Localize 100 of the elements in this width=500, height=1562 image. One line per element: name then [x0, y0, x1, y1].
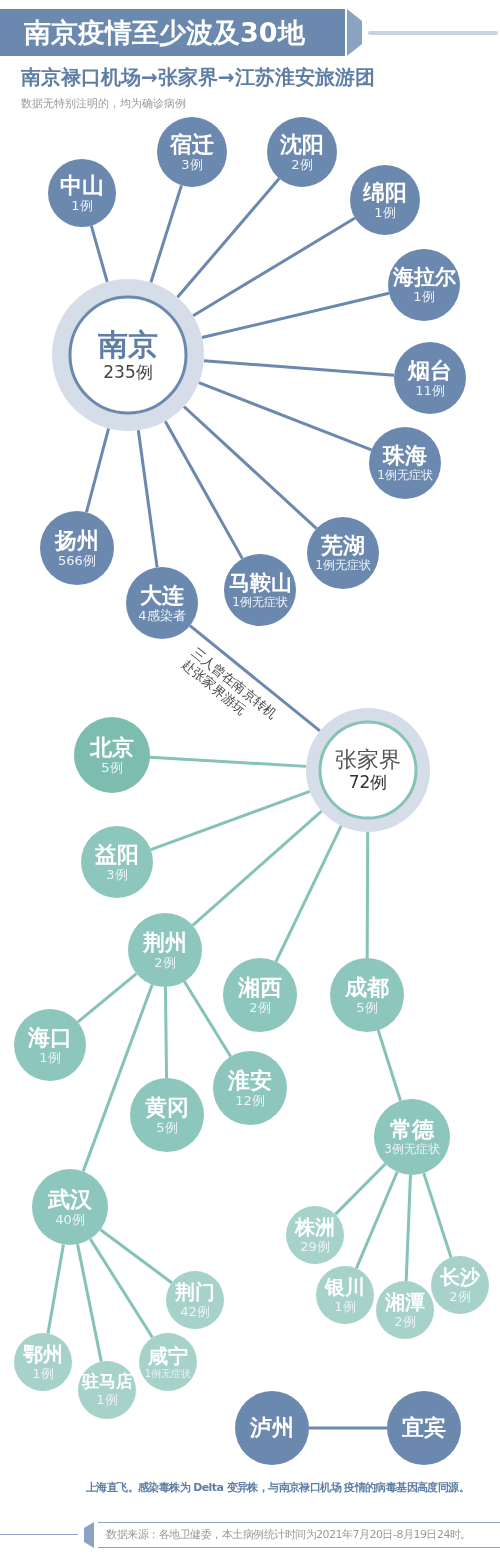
- city-circle: [286, 1206, 344, 1264]
- case-count: 1例: [374, 204, 396, 221]
- city-name: 常德: [390, 1117, 434, 1143]
- connector-line: [89, 1238, 154, 1339]
- city-name: 马鞍山: [228, 570, 292, 595]
- connector-line: [46, 1244, 65, 1334]
- connector-line: [404, 1174, 412, 1282]
- case-count: 1例: [71, 197, 93, 214]
- city-name: 扬州: [55, 527, 99, 553]
- city-circle: [316, 1266, 374, 1324]
- subtitle: 南京禄口机场→张家界→江苏淮安旅游团: [21, 64, 375, 91]
- city-name: 驻马店: [81, 1372, 133, 1392]
- case-count: 2例: [154, 954, 176, 971]
- connector-line: [334, 1162, 387, 1216]
- connector-line: [81, 984, 154, 1172]
- case-count: 1例无症状: [144, 1367, 192, 1380]
- connector-line: [149, 755, 307, 768]
- case-count: 29例: [300, 1238, 330, 1255]
- connector-line: [163, 420, 244, 560]
- connector-line: [191, 810, 323, 927]
- connector-line: [309, 1426, 387, 1430]
- case-count: 1例无症状: [315, 558, 371, 573]
- connector-line: [354, 1171, 399, 1269]
- case-count: 42例: [180, 1303, 210, 1320]
- connector-line: [76, 972, 138, 1024]
- case-count: 12例: [235, 1092, 265, 1109]
- city-name: 荆门: [175, 1280, 215, 1304]
- city-name: 烟台: [408, 357, 452, 383]
- case-count: 3例无症状: [384, 1142, 440, 1157]
- edge-label: 三人曾在南京转机赴张家界游玩: [178, 644, 281, 724]
- footnote: 上海直飞。感染毒株为 Delta 变异株，与南京禄口机场 疫情的病毒基因高度同源。: [86, 1480, 470, 1495]
- connector-line: [89, 225, 109, 283]
- city-name: 黄冈: [145, 1094, 189, 1120]
- city-name: 成都: [345, 974, 389, 1000]
- source-note: 数据来源：各地卫健委，本土病例统计时间为2021年7月20日-8月19日24时。: [98, 1522, 500, 1548]
- city-name: 银川: [325, 1275, 365, 1299]
- city-name: 泸州: [250, 1415, 294, 1441]
- case-count: 1例: [334, 1298, 356, 1315]
- city-name: 株洲: [295, 1215, 335, 1239]
- case-count: 1例: [32, 1365, 54, 1382]
- case-count: 1例: [96, 1391, 118, 1408]
- connector-line: [150, 789, 311, 851]
- case-count: 3例: [106, 866, 128, 883]
- city-name: 绵阳: [363, 179, 407, 205]
- city-name: 武汉: [48, 1186, 92, 1212]
- connector-line: [274, 825, 343, 963]
- connector-line: [176, 177, 281, 299]
- city-name: 芜湖: [321, 533, 365, 559]
- case-count: 2例: [449, 1288, 471, 1305]
- city-name: 宜宾: [402, 1415, 446, 1441]
- case-count: 1例无症状: [232, 594, 288, 610]
- city-name: 北京: [90, 734, 134, 760]
- city-circle: [306, 708, 430, 832]
- connector-line: [85, 428, 111, 513]
- case-count: 72例: [348, 772, 388, 793]
- city-circle: [431, 1256, 489, 1314]
- city-name: 湘潭: [385, 1290, 425, 1314]
- connector-line: [203, 359, 395, 377]
- city-name: 张家界: [335, 747, 401, 773]
- connector-line: [376, 1029, 402, 1102]
- connector-line: [183, 980, 232, 1058]
- city-name: 长沙: [440, 1265, 480, 1289]
- city-circle: [128, 913, 202, 987]
- connector-line: [182, 405, 318, 530]
- city-name: 益阳: [95, 841, 139, 867]
- case-count: 40例: [55, 1211, 85, 1228]
- case-count: 3例: [181, 156, 203, 173]
- city-name: 湘西: [238, 974, 282, 1000]
- city-name: 沈阳: [280, 131, 324, 157]
- city-name: 南京: [98, 327, 158, 363]
- case-count: 5例: [101, 759, 123, 776]
- city-name: 鄂州: [23, 1342, 63, 1366]
- connector-line: [365, 832, 370, 958]
- note: 数据无特别注明的，均为确诊病例: [21, 96, 186, 111]
- city-name: 荆州: [143, 929, 187, 955]
- case-count: 1例无症状: [377, 468, 433, 483]
- connector-line: [198, 381, 372, 452]
- connector-line: [201, 291, 390, 339]
- case-count: 2例: [394, 1313, 416, 1330]
- connector-line: [149, 184, 183, 283]
- connector-line: [99, 1228, 173, 1284]
- connector-line: [422, 1172, 453, 1258]
- title-banner: 南京疫情至少波及30地: [0, 9, 345, 56]
- case-count: 566例: [58, 552, 96, 569]
- city-name: 中山: [60, 172, 104, 198]
- city-name: 大连: [140, 582, 184, 608]
- case-count: 1例: [413, 289, 435, 305]
- city-name: 淮安: [228, 1067, 272, 1093]
- case-count: 11例: [415, 382, 445, 399]
- case-count: 235例: [103, 362, 153, 383]
- city-name: 宿迁: [170, 131, 214, 157]
- city-circle: [376, 1281, 434, 1339]
- case-count: 2例: [249, 999, 271, 1016]
- city-circle: [139, 1333, 197, 1391]
- connector-line: [76, 1243, 103, 1362]
- city-name: 咸宁: [148, 1344, 188, 1368]
- case-count: 2例: [291, 156, 313, 173]
- connector-line: [189, 624, 321, 733]
- connector-line: [136, 430, 159, 568]
- case-count: 5例: [356, 999, 378, 1016]
